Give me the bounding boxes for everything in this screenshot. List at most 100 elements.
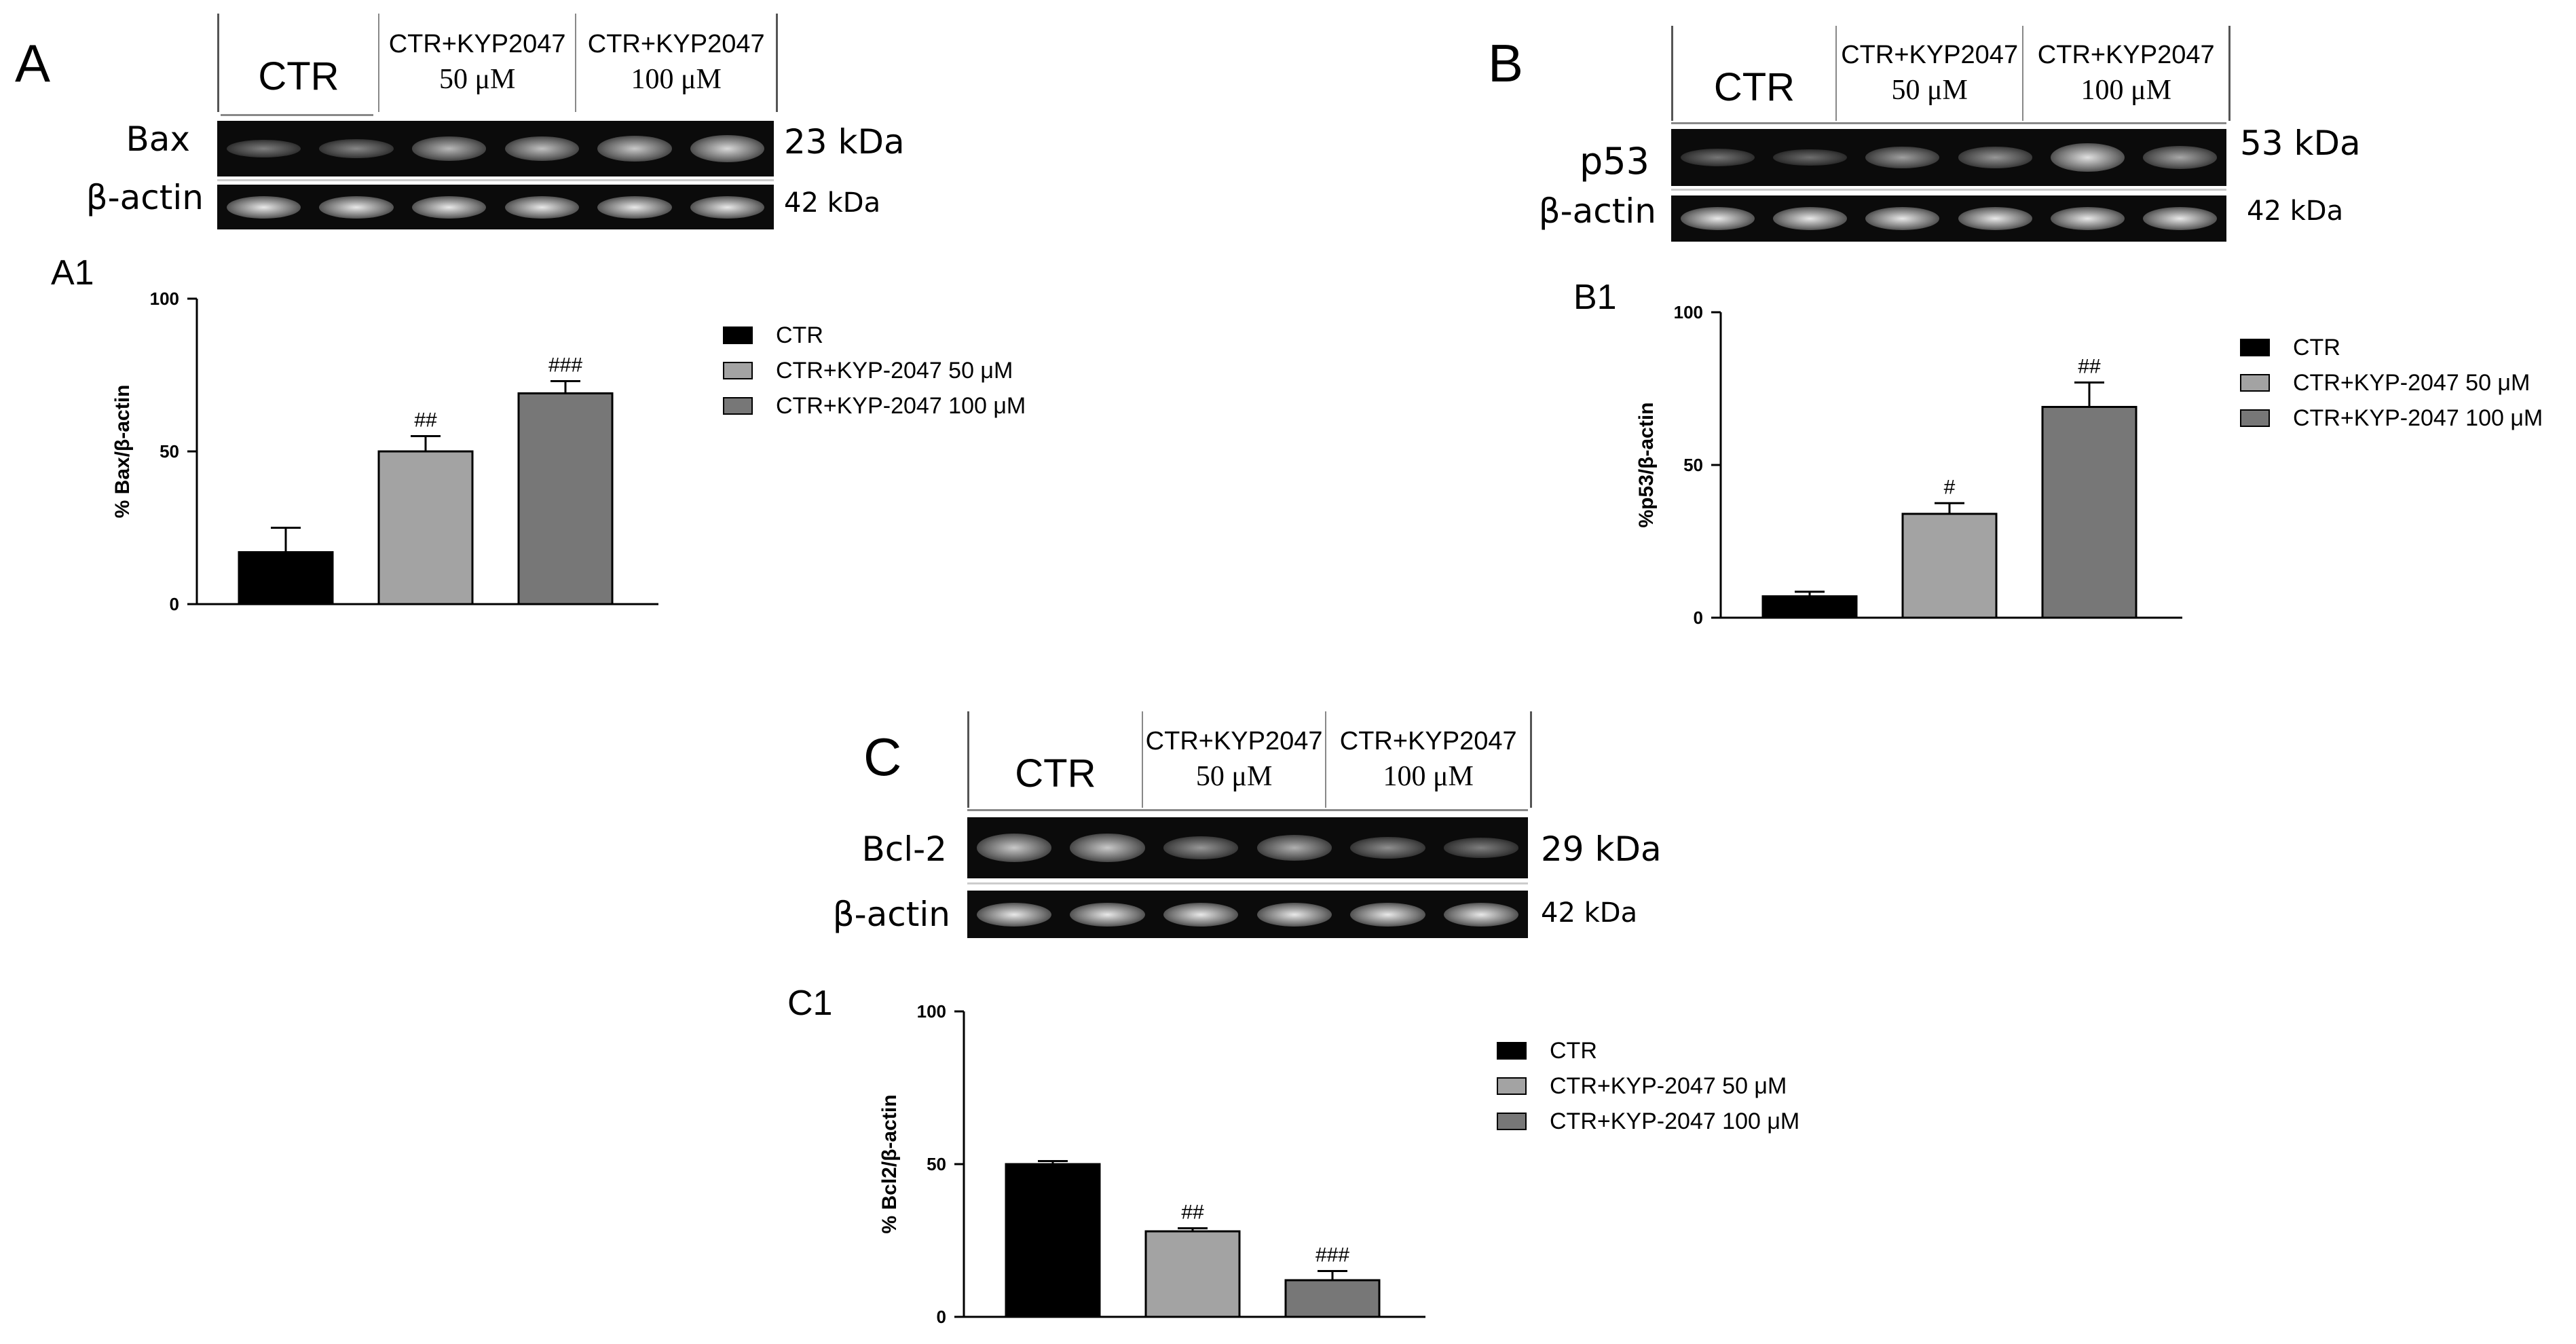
blot-band [1958, 147, 2032, 168]
legend-item: CTR+KYP-2047 100 μM [1497, 1104, 1799, 1139]
blot-lane [310, 185, 403, 229]
blot-band [319, 139, 394, 158]
blot-lane [217, 121, 310, 176]
blot-band [412, 136, 487, 161]
blot-lane [589, 121, 682, 176]
blot-band [1958, 207, 2032, 230]
y-tick-label: 0 [937, 1307, 946, 1327]
blot-lane [1061, 817, 1155, 878]
significance-label: ## [2078, 356, 2101, 378]
blot-lane [403, 121, 496, 176]
blot-band [1865, 207, 1940, 230]
blot-lane [1856, 129, 1949, 186]
blot-c-header-50: CTR+KYP2047 50 μM [1143, 711, 1327, 808]
blot-b-loading-label: β-actin [1538, 191, 1656, 231]
blot-band [976, 834, 1051, 862]
y-tick-label: 100 [917, 1001, 946, 1022]
y-tick-label: 50 [160, 441, 179, 462]
legend-label: CTR+KYP-2047 100 μM [776, 392, 1026, 419]
blot-band [504, 136, 579, 162]
blot-band [1865, 146, 1940, 169]
blot-lane [1763, 129, 1856, 186]
blot-lane [1341, 817, 1435, 878]
legend-label: CTR [2293, 334, 2340, 360]
blot-band [2050, 207, 2125, 230]
blot-band [1070, 902, 1145, 927]
blot-lane [1248, 891, 1341, 938]
blot-lane [681, 185, 774, 229]
legend-swatch [2240, 339, 2270, 356]
blot-lane [1671, 129, 1763, 186]
y-axis-label: % Bcl2/β-actin [878, 1094, 901, 1233]
blot-a-header-100: CTR+KYP2047 100 μM [587, 30, 765, 95]
blot-band [1444, 838, 1519, 858]
blot-b-header-100: CTR+KYP2047 100 μM [2037, 40, 2215, 106]
significance-label: ### [548, 354, 582, 377]
blot-a-loading-kda: 42 kDa [784, 187, 881, 219]
y-tick-label: 0 [1694, 608, 1703, 628]
legend-a1: CTR CTR+KYP-2047 50 μM CTR+KYP-2047 100 μM [723, 318, 1026, 424]
legend-item: CTR [2240, 330, 2543, 365]
blot-band [1444, 902, 1519, 927]
blot-lane [681, 121, 774, 176]
blot-band [976, 902, 1051, 927]
bar [377, 450, 474, 605]
blot-band [226, 139, 301, 158]
blot-lane [1856, 195, 1949, 242]
blot-lane [1949, 129, 2041, 186]
blot-band [1350, 902, 1425, 927]
legend-swatch [723, 397, 753, 415]
blot-c-target-label: Bcl-2 [861, 829, 947, 869]
panel-sublabel-b1: B1 [1573, 278, 1617, 317]
bar [238, 551, 334, 605]
blot-lane [1434, 891, 1528, 938]
panel-letter-a: A [15, 33, 51, 93]
legend-swatch [1497, 1077, 1527, 1095]
y-tick-label: 0 [170, 594, 179, 614]
legend-item: CTR+KYP-2047 50 μM [1497, 1068, 1799, 1104]
legend-swatch [2240, 409, 2270, 427]
blot-a-header: CTR CTR+KYP2047 50 μM CTR+KYP2047 100 μM [217, 14, 778, 112]
panel-sublabel-c1: C1 [787, 984, 833, 1023]
bar [1901, 512, 1998, 619]
blot-band [1772, 207, 1848, 230]
legend-label: CTR [1550, 1037, 1597, 1064]
legend-swatch [723, 326, 753, 344]
bar [1761, 595, 1858, 619]
blot-b-loading-kda: 42 kDa [2247, 195, 2344, 227]
blot-a-target-row [217, 121, 774, 176]
legend-label: CTR+KYP-2047 100 μM [2293, 405, 2543, 431]
blot-c-loading-label: β-actin [832, 895, 950, 934]
blot-lane [589, 185, 682, 229]
blot-band [412, 195, 487, 219]
significance-label: ### [1315, 1244, 1349, 1267]
blot-lane [1341, 891, 1435, 938]
blot-band [1163, 836, 1239, 859]
legend-label: CTR+KYP-2047 50 μM [2293, 369, 2531, 396]
bar [517, 392, 614, 605]
legend-swatch [2240, 374, 2270, 392]
blot-lane [1154, 817, 1248, 878]
legend-swatch [1497, 1042, 1527, 1060]
y-tick-label: 100 [1674, 302, 1703, 322]
bar [2041, 406, 2138, 619]
blot-band [1350, 837, 1425, 859]
legend-item: CTR [723, 318, 1026, 353]
y-axis-label: %p53/β-actin [1635, 402, 1658, 527]
blot-lane [1248, 817, 1341, 878]
panel-letter-c: C [863, 727, 902, 787]
blot-a: CTR CTR+KYP2047 50 μM CTR+KYP2047 100 μM [217, 14, 778, 231]
blot-c: CTR CTR+KYP2047 50 μM CTR+KYP2047 100 μM [967, 711, 1532, 941]
legend-label: CTR [776, 322, 823, 348]
blot-lane [967, 817, 1061, 878]
legend-swatch [1497, 1113, 1527, 1130]
legend-item: CTR+KYP-2047 100 μM [2240, 400, 2543, 436]
panel-sublabel-a1: A1 [51, 253, 94, 293]
blot-b-header: CTR CTR+KYP2047 50 μM CTR+KYP2047 100 μM [1671, 26, 2230, 121]
blot-band [1256, 902, 1332, 927]
blot-b-header-50: CTR+KYP2047 50 μM [1837, 26, 2024, 121]
legend-label: CTR+KYP-2047 50 μM [776, 357, 1013, 384]
